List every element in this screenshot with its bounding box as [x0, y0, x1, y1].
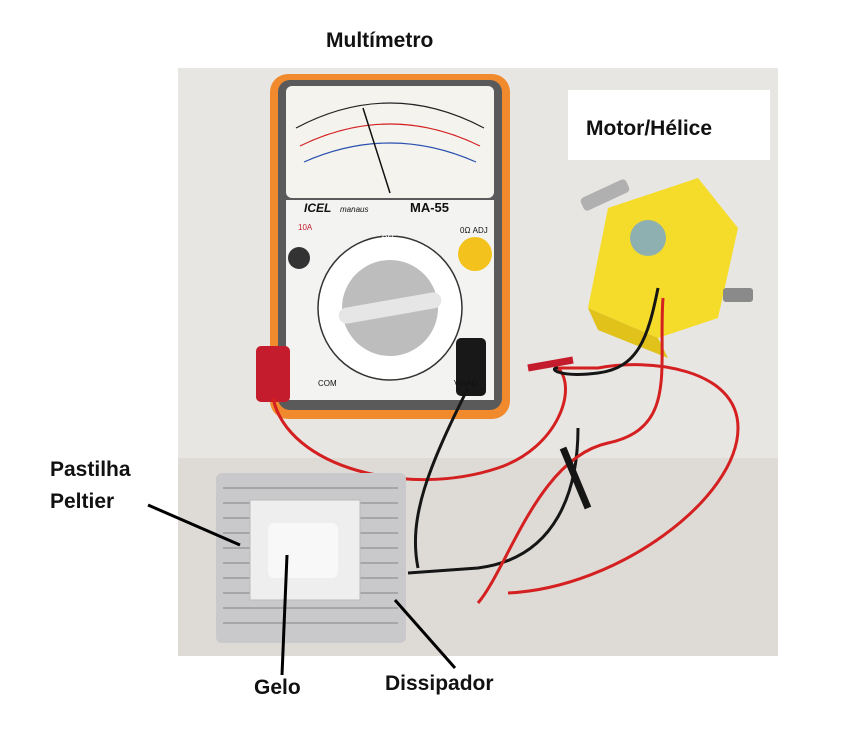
heatsink-label: Dissipador: [385, 672, 494, 695]
svg-text:0Ω ADJ: 0Ω ADJ: [460, 226, 488, 235]
motor-propeller-assembly: [580, 178, 753, 358]
peltier-label-line2: Peltier: [50, 490, 115, 513]
needle: [362, 107, 391, 194]
peltier-leader-line: [147, 503, 241, 547]
svg-text:COM: COM: [318, 379, 337, 388]
svg-text:manaus: manaus: [340, 205, 368, 214]
heatsink-leader-line: [393, 599, 457, 669]
motor: [630, 220, 666, 256]
motor-label-box: [568, 90, 770, 160]
ice-label: Gelo: [254, 676, 301, 699]
heatsink: [216, 473, 406, 643]
red-probe-plug: [256, 346, 290, 402]
svg-text:10A: 10A: [298, 223, 313, 232]
motor-label: Motor/Hélice: [586, 117, 713, 140]
10a-jack: [288, 247, 310, 269]
multimeter-label: Multímetro: [326, 29, 434, 52]
zero-adj-knob[interactable]: [458, 237, 492, 271]
model-text: MA-55: [410, 200, 449, 215]
black-probe-plug: [456, 338, 486, 396]
peltier-label-line1: Pastilha: [50, 458, 131, 481]
experiment-photo: ICEL manaus MA-55 0Ω ADJ 10A OFF COM VmA…: [178, 68, 778, 656]
svg-text:OFF: OFF: [382, 235, 396, 242]
brand-text: ICEL: [304, 201, 331, 215]
multimeter: ICEL manaus MA-55 0Ω ADJ 10A OFF COM VmA…: [256, 74, 510, 419]
ice-leader-line: [280, 554, 289, 676]
svg-text:VmAΩ: VmAΩ: [454, 379, 477, 388]
analog-scale-display: [286, 86, 494, 198]
